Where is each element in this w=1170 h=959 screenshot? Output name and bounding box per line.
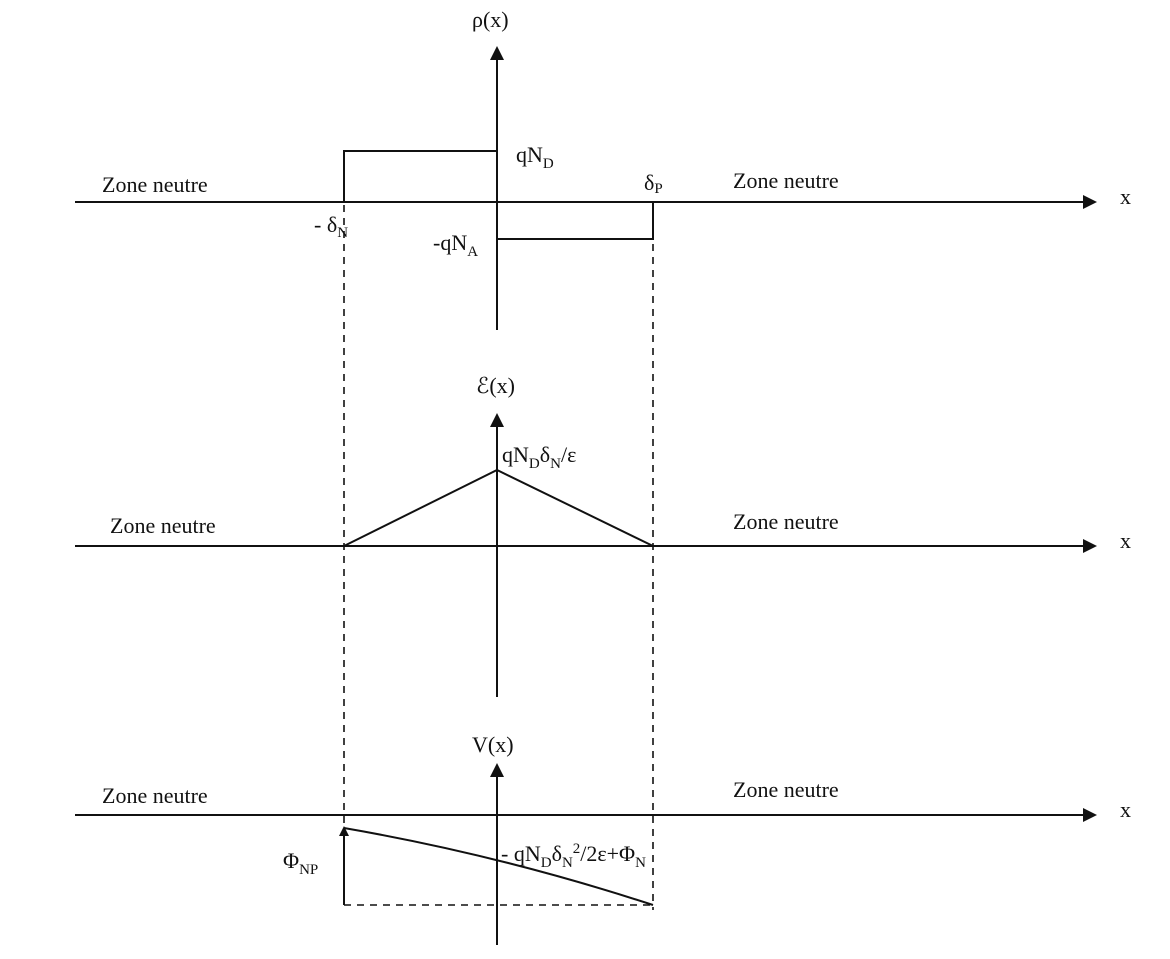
- potential-x-label: x: [1120, 797, 1131, 822]
- electric-field-plot: ℰ(x) x Zone neutre Zone neutre qNDδN/ε: [75, 373, 1131, 697]
- field-triangle: [343, 468, 654, 547]
- rho-x-label: x: [1120, 184, 1131, 209]
- rho-axis-label: ρ(x): [472, 7, 509, 32]
- delta-p-label: δP: [644, 170, 663, 197]
- potential-axis-label: V(x): [472, 732, 514, 757]
- field-x-label: x: [1120, 528, 1131, 553]
- qnd-label: qND: [516, 142, 554, 172]
- field-axis-label: ℰ(x): [476, 373, 515, 398]
- potential-zone-left: Zone neutre: [102, 783, 208, 808]
- field-zone-left: Zone neutre: [110, 513, 216, 538]
- potential-zone-right: Zone neutre: [733, 777, 839, 802]
- peak-field-label: qNDδN/ε: [502, 442, 576, 472]
- rho-zone-right: Zone neutre: [733, 168, 839, 193]
- potential-curve: [343, 827, 654, 906]
- qna-label: -qNA: [433, 230, 478, 260]
- donor-charge-block: [343, 150, 497, 202]
- minus-delta-n-label: - δN: [314, 212, 348, 241]
- charge-density-plot: ρ(x) x Zone neutre Zone neutre qND -qNA …: [75, 7, 1131, 330]
- rho-zone-left: Zone neutre: [102, 172, 208, 197]
- phi-np-label: ΦNP: [283, 848, 318, 878]
- potential-expression-label: - qNDδN2/2ε+ΦN: [501, 841, 646, 871]
- acceptor-charge-block: [497, 202, 654, 240]
- potential-plot: V(x) x Zone neutre Zone neutre ΦNP - qND…: [75, 732, 1131, 945]
- field-zone-right: Zone neutre: [733, 509, 839, 534]
